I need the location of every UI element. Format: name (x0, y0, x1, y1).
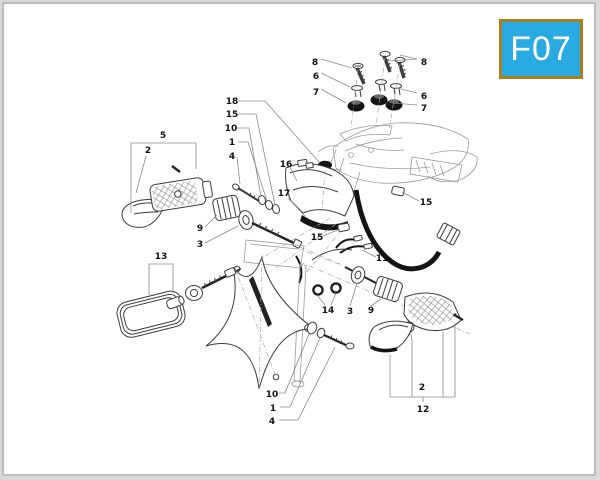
right-indicator-assembly (299, 251, 471, 353)
tail-frame-sketch (317, 122, 478, 201)
callout-2-left: 2 (145, 146, 151, 156)
callout-4-a: 4 (229, 152, 235, 162)
license-plate-bracket (205, 239, 316, 390)
rubber-sleeve (373, 276, 403, 302)
callout-15-a: 15 (226, 110, 239, 120)
part-code-label: F07 (510, 29, 572, 68)
part-code-badge: F07 (499, 19, 583, 79)
callout-7-left: 7 (313, 88, 319, 98)
screw-icon (352, 62, 366, 85)
fixing-screw (306, 321, 355, 350)
screw-long (232, 183, 260, 202)
callout-17: 17 (278, 189, 291, 199)
callout-12: 12 (417, 405, 430, 415)
upper-fasteners-group (318, 50, 407, 170)
rear-reflector-assembly (116, 267, 242, 338)
callout-14: 14 (322, 306, 335, 316)
callout-5: 5 (160, 131, 166, 141)
callout-10-a: 10 (225, 124, 238, 134)
callout-3-left: 3 (197, 240, 203, 250)
callout-2-right: 2 (419, 383, 425, 393)
diagram-canvas (2, 2, 596, 476)
cover-latch (297, 158, 314, 169)
callout-3-right: 3 (347, 307, 353, 317)
callout-9-right: 9 (368, 306, 374, 316)
cable-clip (337, 185, 405, 232)
screw-icon (379, 50, 393, 73)
callout-15-b: 15 (311, 233, 324, 243)
bulb-icon (166, 295, 185, 310)
callout-8-left: 8 (312, 58, 318, 68)
callout-13: 13 (155, 252, 168, 262)
callout-7-right: 7 (421, 104, 427, 114)
callout-8-right: 8 (421, 58, 427, 68)
undertail-cover (258, 158, 355, 281)
grommet-washer (238, 210, 254, 230)
callout-1-b: 1 (270, 404, 276, 414)
callout-15-c: 15 (420, 198, 433, 208)
rubber-sleeve (212, 194, 241, 222)
callout-leaders (130, 54, 456, 421)
indicator-body (149, 177, 213, 212)
well-nut (312, 282, 342, 296)
callout-6-right: 6 (421, 92, 427, 102)
mounting-stud (251, 221, 299, 247)
harness-connector (436, 222, 461, 246)
rubber-grommet (318, 94, 403, 170)
wiring-harness (295, 185, 461, 284)
callout-9-left: 9 (197, 224, 203, 234)
callout-labels: 8 6 7 8 6 7 18 15 10 1 4 5 2 16 17 9 3 1… (145, 58, 432, 427)
callout-4-b: 4 (269, 417, 275, 427)
callout-10-b: 10 (266, 390, 279, 400)
grommet-washer (350, 266, 366, 284)
callout-1-a: 1 (229, 138, 235, 148)
callout-16: 16 (280, 160, 293, 170)
callout-11: 11 (376, 254, 389, 264)
callout-18: 18 (226, 97, 239, 107)
retainer-washer (351, 79, 402, 98)
callout-6-left: 6 (313, 72, 319, 82)
